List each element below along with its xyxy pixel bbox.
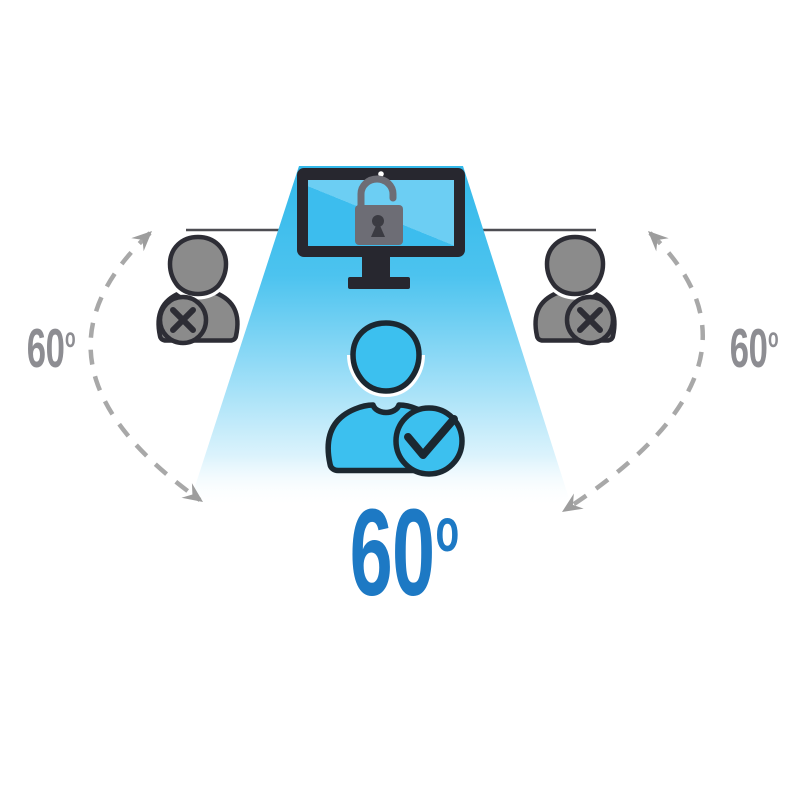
person-check-icon <box>325 320 465 477</box>
person-x-icon-left <box>156 234 240 346</box>
arrowhead-down-right <box>181 483 203 502</box>
monitor-stand-base <box>348 277 410 289</box>
person-head <box>167 234 229 297</box>
left-degree-mark: o <box>65 322 76 354</box>
right-angle-label: 60o <box>719 321 788 376</box>
right-angle-value: 60 <box>729 317 768 379</box>
bottom-angle-label: 60o <box>310 492 499 615</box>
right-dashed-arc-arrow-icon <box>562 231 705 512</box>
right-arc-path <box>563 231 705 512</box>
arrowhead-up-right <box>131 231 152 252</box>
person-head <box>350 320 422 394</box>
left-angle-value: 60 <box>26 317 65 379</box>
keyhole-wedge <box>371 221 385 237</box>
bottom-angle-value: 60 <box>349 485 435 622</box>
x-icon <box>170 307 196 333</box>
left-angle-label: 60o <box>16 321 85 376</box>
person-x-icon-right <box>536 237 615 343</box>
arrowhead-up-left <box>648 231 669 252</box>
monitor-icon <box>297 168 465 289</box>
right-degree-mark: o <box>768 322 779 354</box>
bottom-degree-mark: o <box>435 495 459 565</box>
monitor-stand-neck <box>362 257 390 279</box>
check-icon <box>404 415 458 459</box>
padlock-shackle <box>357 175 397 214</box>
webcam-dot-icon <box>378 171 384 177</box>
unlocked-padlock-icon <box>355 175 403 245</box>
arrowhead-down-left <box>562 493 584 512</box>
left-dashed-arc-arrow-icon <box>88 231 203 502</box>
